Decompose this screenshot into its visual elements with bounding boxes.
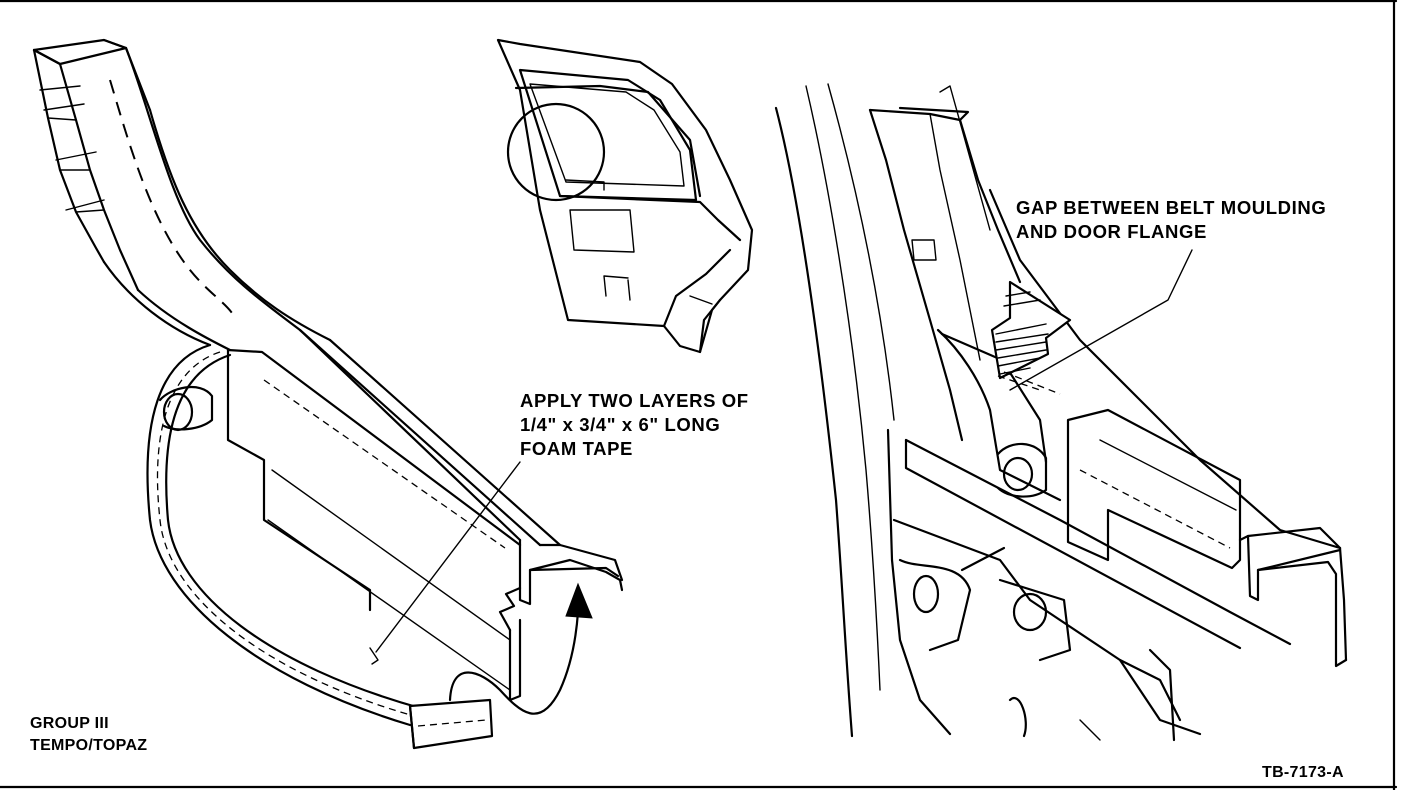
apply-tape-line-1: APPLY TWO LAYERS OF	[520, 390, 749, 411]
door-belt-frame-drawing	[32, 38, 624, 750]
gap-line-1: GAP BETWEEN BELT MOULDING	[1016, 197, 1327, 218]
apply-tape-line-3: FOAM TAPE	[520, 438, 633, 459]
gap-line-2: AND DOOR FLANGE	[1016, 221, 1207, 242]
apply-tape-callout: APPLY TWO LAYERS OF 1/4" x 3/4" x 6" LON…	[520, 389, 749, 461]
door-inset-drawing	[496, 38, 754, 354]
gap-leader	[1009, 249, 1193, 391]
figure-id: TB-7173-A	[1262, 764, 1344, 781]
caption-group: GROUP III	[30, 715, 109, 732]
apply-tape-line-2: 1/4" x 3/4" x 6" LONG	[520, 414, 721, 435]
gap-indicator-arrow	[990, 280, 1072, 380]
vehicle-group-caption: GROUP III TEMPO/TOPAZ	[30, 713, 147, 757]
installed-belt-moulding-drawing	[774, 83, 1348, 742]
caption-models: TEMPO/TOPAZ	[30, 737, 148, 754]
tape-leader	[369, 461, 521, 665]
gap-callout: GAP BETWEEN BELT MOULDING AND DOOR FLANG…	[1016, 196, 1326, 244]
